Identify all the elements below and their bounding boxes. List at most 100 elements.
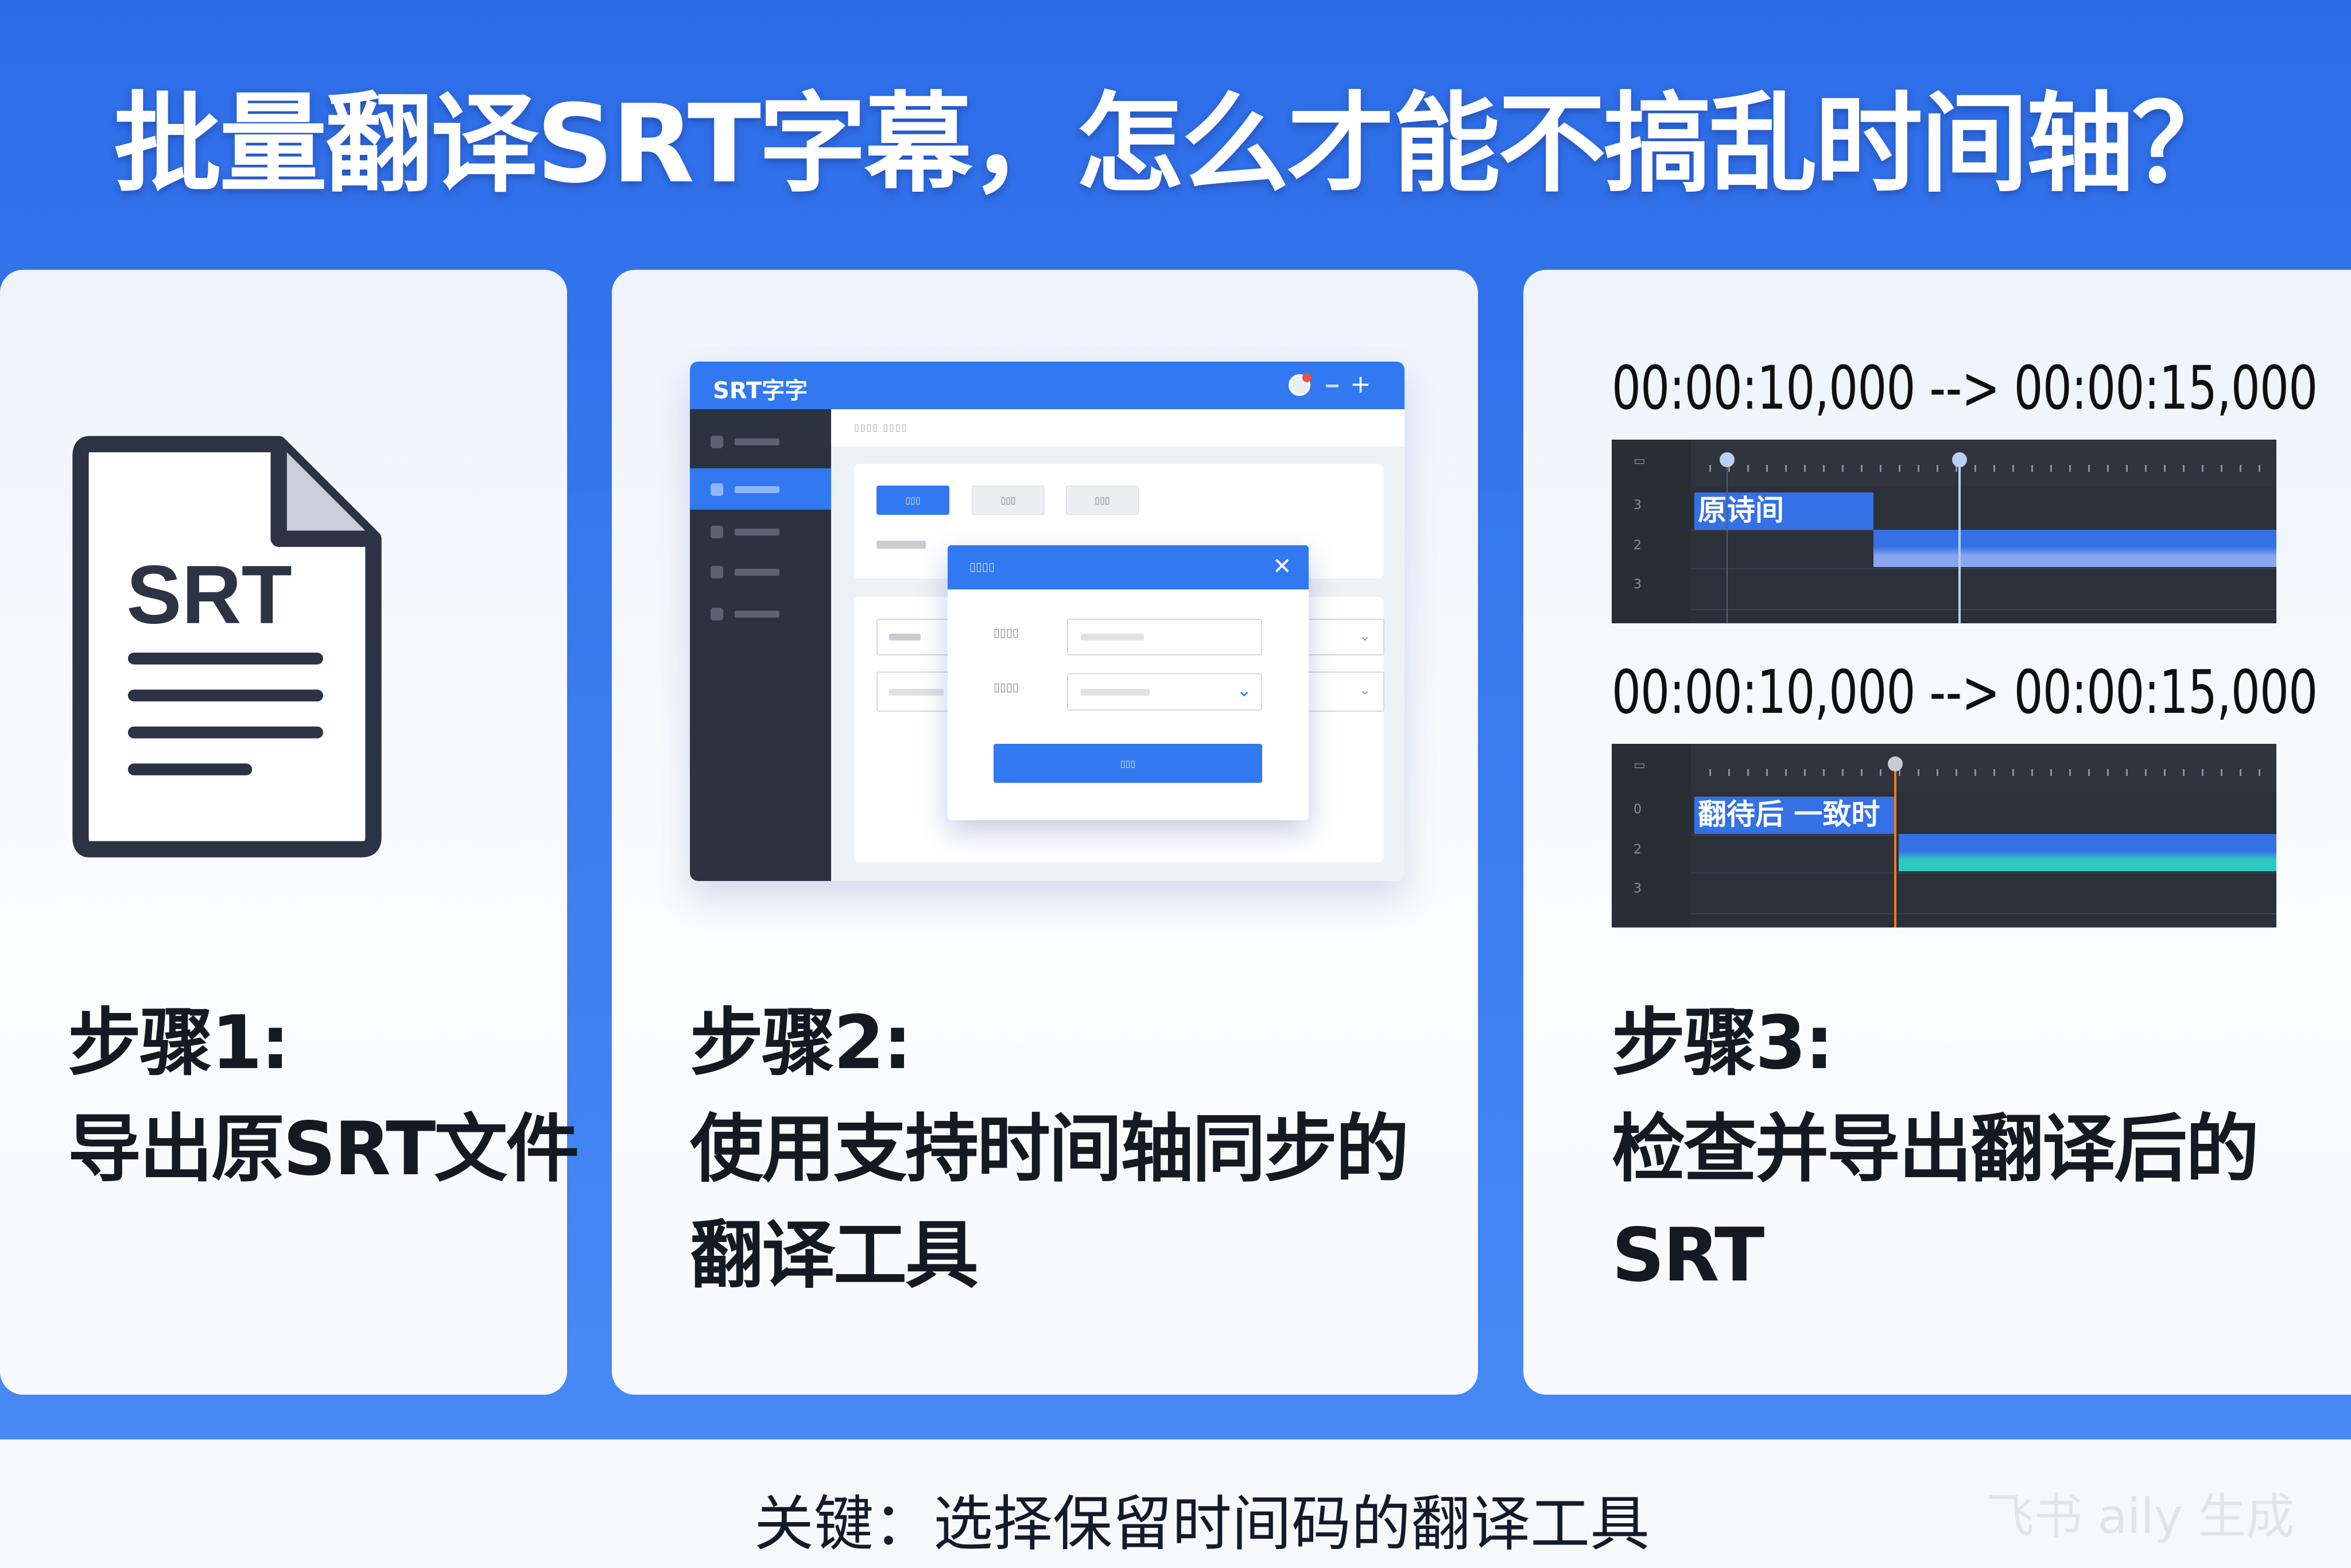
- field-label: ▯▯▯▯: [994, 680, 1019, 694]
- playhead-marker[interactable]: [1888, 756, 1903, 771]
- ruler-tick: [1974, 465, 1976, 472]
- step-description: 导出原SRT文件: [68, 1107, 579, 1192]
- ruler-tick: [1880, 769, 1881, 776]
- track-label: 3: [1634, 882, 1642, 896]
- ruler-tick: [2050, 465, 2052, 472]
- ruler-tick: [2259, 465, 2260, 472]
- breadcrumb-text: ▯▯▯▯ ▯▯▯▯: [854, 422, 908, 433]
- ruler-tick: [1747, 465, 1749, 472]
- ruler-tick: [1937, 465, 1938, 472]
- ruler-tick: [2240, 465, 2241, 472]
- sidebar-item[interactable]: [690, 511, 831, 552]
- sidebar-item-active[interactable]: [690, 468, 831, 510]
- footer: [0, 1439, 2351, 1568]
- ruler-tick: [1956, 769, 1957, 776]
- timeline-ruler: [1612, 440, 2276, 487]
- track-label: 2: [1634, 538, 1642, 553]
- ruler-tick: [1766, 769, 1768, 776]
- srt-file-icon: SRT: [72, 436, 382, 857]
- secondary-button[interactable]: ▯▯▯: [1066, 486, 1139, 515]
- text-input[interactable]: [1067, 619, 1262, 655]
- ruler-tick: [2202, 769, 2203, 776]
- ruler-tick: [1974, 769, 1976, 776]
- step-label: 步骤1:: [68, 1000, 290, 1086]
- confirm-button[interactable]: ▯▯▯: [994, 744, 1262, 783]
- playhead-marker[interactable]: [1720, 452, 1735, 467]
- ruler-tick: [2164, 769, 2166, 776]
- ruler-tick: [1993, 769, 1995, 776]
- field-label: ▯▯▯▯: [994, 626, 1019, 639]
- ruler-tick: [2069, 769, 2071, 776]
- ruler-tick: [1842, 465, 1844, 472]
- dropdown[interactable]: ⌄: [1067, 673, 1262, 711]
- ruler-tick: [1785, 465, 1787, 472]
- step-description: SRT: [1612, 1213, 1764, 1298]
- page-title: 批量翻译SRT字幕，怎么才能不搞乱时间轴？: [114, 81, 2240, 207]
- step-description: 使用支持时间轴同步的: [690, 1107, 1409, 1192]
- avatar: [1289, 373, 1312, 396]
- ruler-tick: [1880, 465, 1881, 472]
- ruler-tick: [2012, 769, 2014, 776]
- playhead-line[interactable]: [1894, 764, 1896, 927]
- ruler-tick: [1823, 769, 1825, 776]
- primary-button[interactable]: ▯▯▯: [876, 486, 949, 515]
- ruler-tick: [1842, 769, 1844, 776]
- ruler-tick: [1766, 465, 1768, 472]
- step-2-text: 步骤2: 使用支持时间轴同步的 翻译工具: [690, 990, 1409, 1309]
- ruler-tick: [2126, 769, 2128, 776]
- ruler-tick: [2145, 465, 2147, 472]
- ruler-tick: [2031, 465, 2033, 472]
- ruler-tick: [2145, 769, 2147, 776]
- timeline-translated[interactable]: ▭ 0 2 3 翻待后 一致时: [1612, 744, 2276, 927]
- subtitle-clip[interactable]: 翻待后 一致时: [1694, 797, 1894, 834]
- close-icon[interactable]: ✕: [1273, 553, 1292, 580]
- svg-text:SRT: SRT: [126, 548, 292, 641]
- ruler-tick: [2183, 465, 2185, 472]
- playhead-line[interactable]: [1958, 460, 1961, 623]
- ruler-tick: [1861, 465, 1863, 472]
- subtitle-clip[interactable]: 原诗间: [1694, 492, 1873, 530]
- dialog-title: ▯▯▯▯: [969, 560, 995, 573]
- timestamp: 00:00:10,000 --> 00:00:15,000: [1612, 353, 2318, 423]
- audio-waveform: [1873, 530, 2276, 567]
- placeholder-text: [876, 541, 926, 549]
- app-mockup: SRT字字 + ▯▯▯▯ ▯▯▯▯ ▯▯▯ ▯▯▯ ▯▯▯ ⌄ ⌄ ▯▯▯▯ ✕…: [690, 362, 1405, 881]
- step-description: 检查并导出翻译后的: [1612, 1107, 2259, 1192]
- step-label: 步骤2:: [690, 1000, 912, 1086]
- chevron-down-icon: ⌄: [1236, 679, 1252, 701]
- sidebar-item[interactable]: [690, 551, 831, 592]
- timeline-ruler: [1612, 744, 2276, 791]
- key-tip: 关键：选择保留时间码的翻译工具: [754, 1489, 1650, 1559]
- breadcrumb: ▯▯▯▯ ▯▯▯▯: [831, 409, 1405, 447]
- ruler-tick: [1728, 769, 1730, 776]
- timeline-original[interactable]: ▭ 3 2 3 原诗间: [1612, 440, 2276, 623]
- ruler-tick: [1709, 769, 1711, 776]
- ruler-icon: ▭: [1634, 454, 1646, 468]
- ruler-tick: [1899, 465, 1900, 472]
- ruler-tick: [1937, 769, 1938, 776]
- ruler-tick: [1804, 769, 1806, 776]
- ruler-tick: [2031, 769, 2033, 776]
- watermark: 飞书 aily 生成: [1986, 1488, 2295, 1544]
- ruler-tick: [1709, 465, 1711, 472]
- step-1-text: 步骤1: 导出原SRT文件: [68, 990, 579, 1202]
- ruler-tick: [2221, 769, 2222, 776]
- sidebar-item[interactable]: [690, 593, 831, 634]
- ruler-tick: [2183, 769, 2185, 776]
- ruler-tick: [1785, 769, 1787, 776]
- minimize-icon[interactable]: [1326, 385, 1339, 387]
- ruler-tick: [2126, 465, 2128, 472]
- track-label: 0: [1634, 802, 1642, 817]
- playhead-marker[interactable]: [1952, 452, 1967, 467]
- sidebar-item[interactable]: [690, 421, 831, 462]
- ruler-tick: [2012, 465, 2014, 472]
- ruler-tick: [2259, 769, 2260, 776]
- ruler-tick: [2107, 465, 2109, 472]
- add-icon[interactable]: +: [1350, 370, 1371, 399]
- ruler-tick: [2088, 769, 2090, 776]
- dialog-header: ▯▯▯▯ ✕: [948, 545, 1309, 589]
- ruler-tick: [1728, 465, 1730, 472]
- ruler-tick: [2050, 769, 2052, 776]
- secondary-button[interactable]: ▯▯▯: [972, 486, 1045, 515]
- ruler-tick: [1918, 769, 1919, 776]
